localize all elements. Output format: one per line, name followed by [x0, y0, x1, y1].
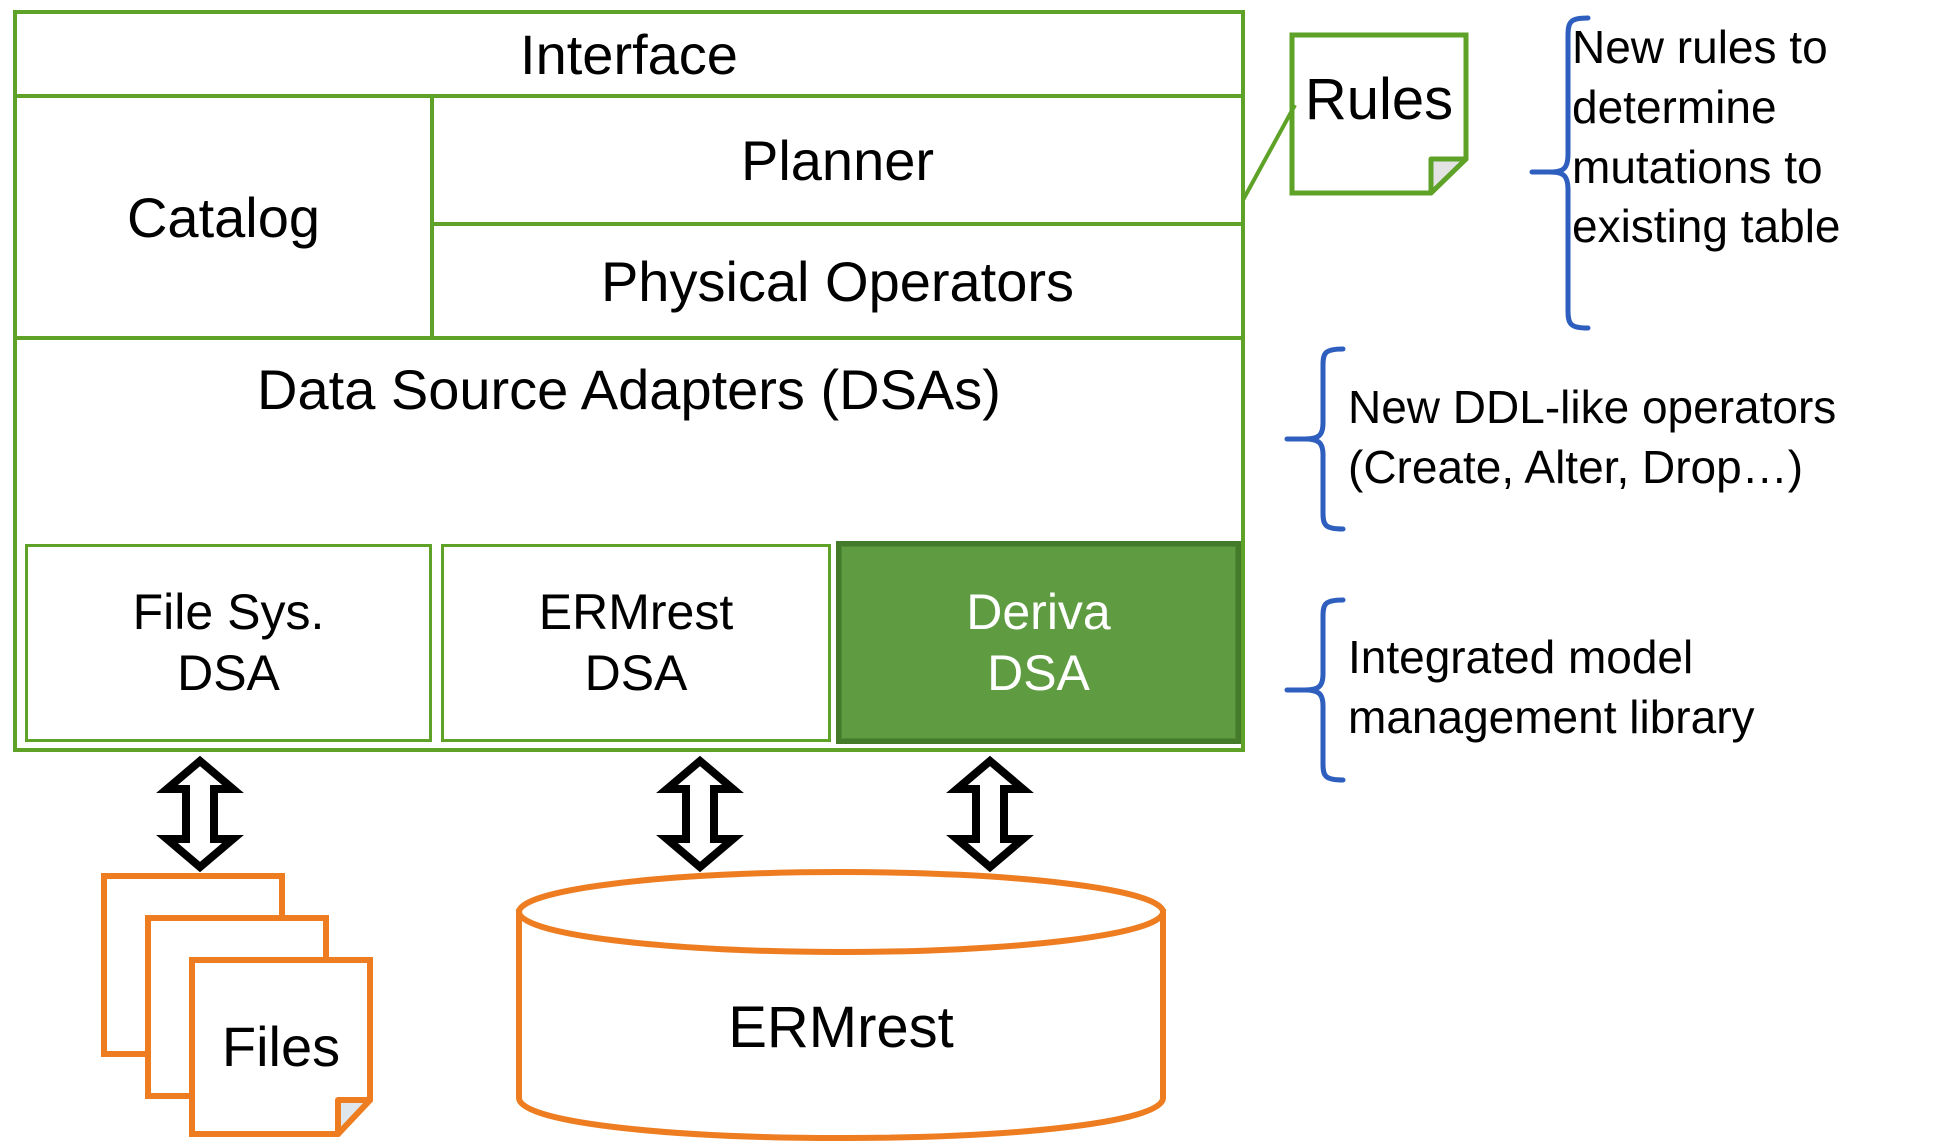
interface-divider — [13, 94, 1245, 98]
annotation-rules-text: New rules to determine mutations to exis… — [1572, 21, 1841, 253]
catalog-cell: Catalog — [17, 98, 430, 338]
rules-note-shape — [1289, 32, 1469, 196]
ermrest-store[interactable]: ERMrest — [513, 866, 1169, 1144]
rules-note-label: Rules — [1304, 67, 1454, 132]
arrow-ermrest-dsa — [656, 755, 744, 873]
ermrest-store-label: ERMrest — [728, 995, 954, 1060]
adapter-label-line1: File Sys. — [132, 584, 325, 640]
interface-label: Interface — [520, 22, 738, 86]
catalog-label: Catalog — [126, 185, 321, 249]
physical-operators-cell: Physical Operators — [434, 226, 1241, 338]
arrow-files-dsa — [156, 755, 244, 873]
files-store[interactable]: Files — [100, 872, 400, 1144]
files-stack-shape — [101, 873, 373, 1137]
interface-row: Interface — [17, 14, 1241, 96]
catalog-vertical-divider — [430, 98, 434, 338]
planner-label: Planner — [740, 128, 935, 192]
planner-cell: Planner — [434, 98, 1241, 224]
adapter-label-line2: DSA — [177, 645, 280, 701]
dsa-layer-row: Data Source Adapters (DSAs) — [17, 340, 1241, 440]
annotation-model-library-text: Integrated model management library — [1348, 631, 1755, 743]
brace-rules — [1529, 15, 1591, 331]
brace-ddl-operators — [1284, 346, 1346, 532]
adapter-label-line1: ERMrest — [538, 584, 734, 640]
adapter-box-ermrest-dsa[interactable]: ERMrest DSA — [441, 544, 831, 742]
physical-operators-label: Physical Operators — [600, 249, 1075, 313]
rules-note[interactable]: Rules — [1289, 32, 1469, 196]
files-store-label: Files — [221, 1015, 341, 1078]
cylinder-shape — [516, 869, 1166, 1142]
dsa-layer-divider — [13, 336, 1245, 340]
brace-model-library — [1284, 597, 1346, 783]
planner-operators-divider — [430, 222, 1245, 226]
adapter-label-line1: Deriva — [966, 583, 1111, 640]
adapter-label-line2: DSA — [584, 645, 688, 701]
adapter-box-file-sys-dsa[interactable]: File Sys. DSA — [25, 544, 432, 742]
dsa-layer-label: Data Source Adapters (DSAs) — [257, 357, 1001, 421]
arrow-deriva-dsa — [946, 755, 1034, 873]
annotation-ddl-operators-text: New DDL-like operators (Create, Alter, D… — [1348, 381, 1837, 493]
rules-leader-line — [1241, 104, 1297, 201]
adapter-label-line2: DSA — [987, 644, 1090, 701]
adapter-box-deriva-dsa[interactable]: Deriva DSA — [836, 541, 1241, 744]
